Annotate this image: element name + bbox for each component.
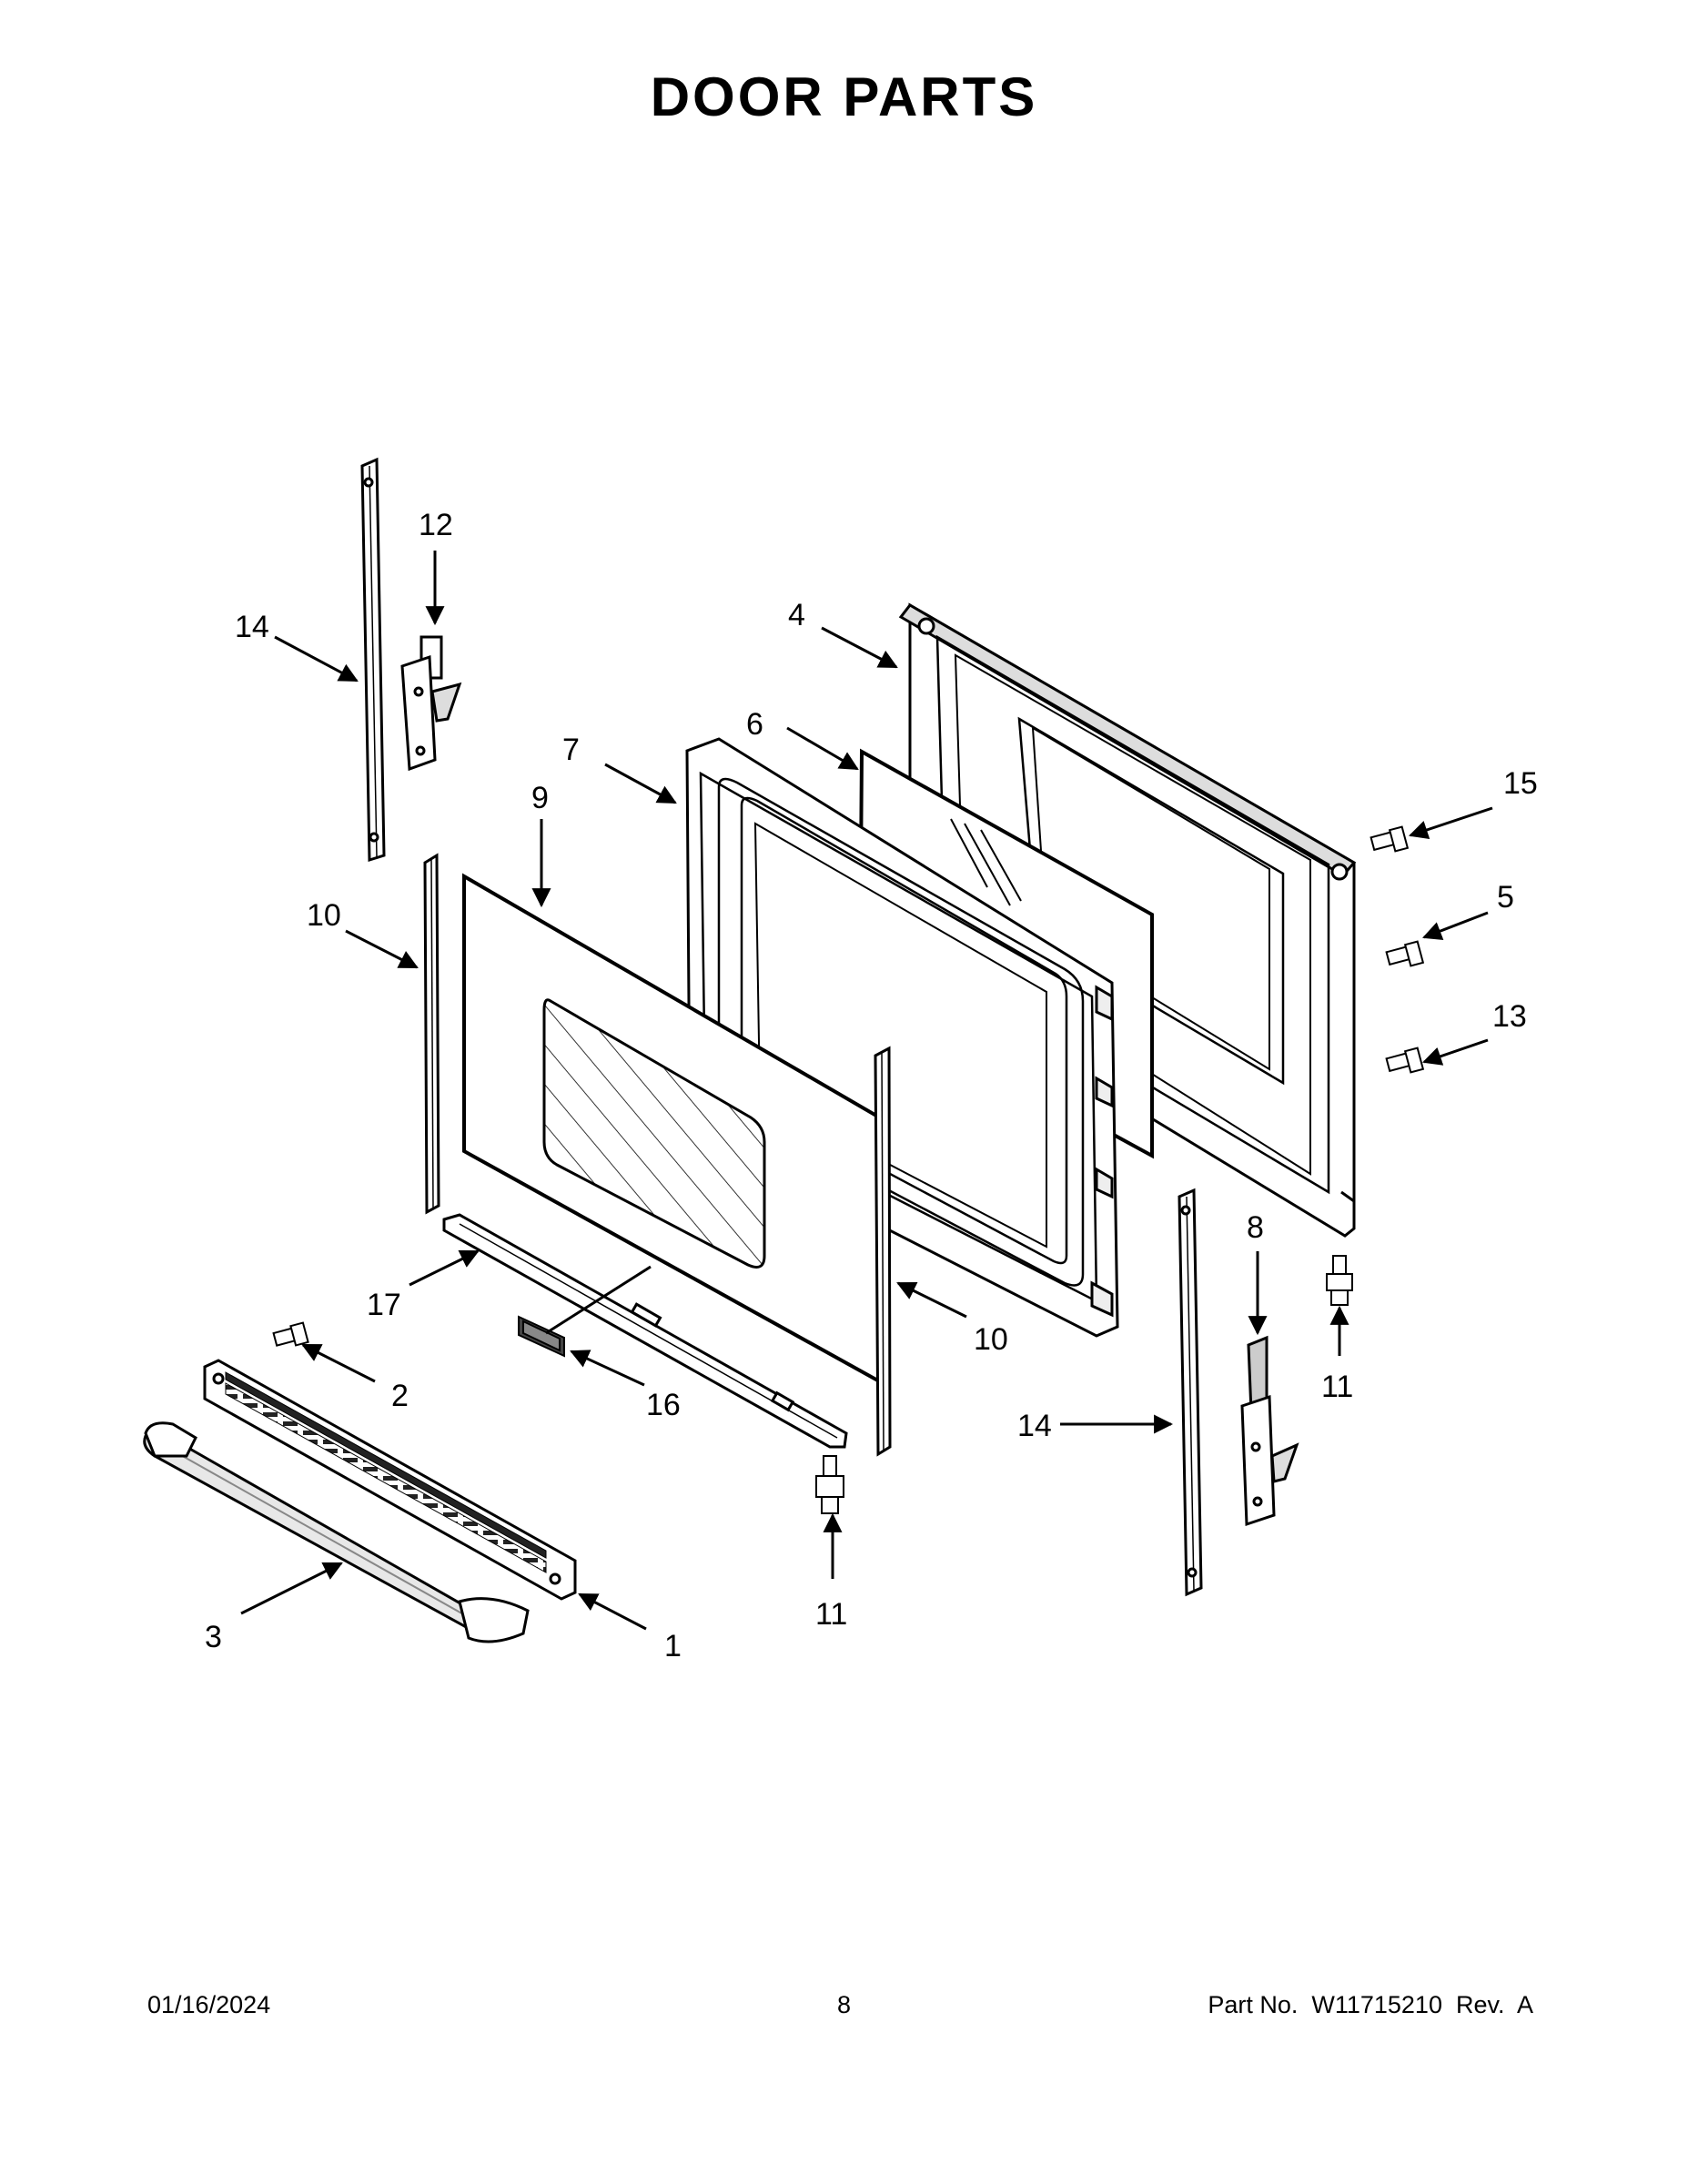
hinge-channel-left — [360, 457, 386, 863]
screw-5 — [1385, 940, 1425, 967]
callout-15: 15 — [1503, 766, 1538, 801]
callout-10-right: 10 — [974, 1322, 1008, 1357]
logo-badge — [518, 1315, 565, 1358]
bottom-trim — [442, 1213, 848, 1449]
callout-3: 3 — [205, 1620, 222, 1654]
door-handle — [143, 1421, 530, 1643]
callout-11-right: 11 — [1321, 1370, 1353, 1404]
callout-7: 7 — [562, 733, 580, 767]
screw-15 — [1370, 825, 1410, 853]
badge-leader-line — [545, 1265, 652, 1335]
side-trim-right — [874, 1046, 892, 1457]
callout-11-center: 11 — [815, 1597, 847, 1632]
callout-9: 9 — [531, 781, 549, 815]
screw-13 — [1385, 1046, 1425, 1074]
screw-11-right — [1326, 1255, 1353, 1306]
page-title: DOOR PARTS — [650, 66, 1038, 127]
door-hinge-upper — [400, 635, 462, 772]
callout-14-right: 14 — [1017, 1409, 1052, 1443]
callout-6: 6 — [746, 707, 763, 742]
callout-2: 2 — [391, 1379, 409, 1413]
door-hinge-lower — [1240, 1335, 1299, 1527]
screw-2 — [272, 1321, 309, 1347]
callout-12: 12 — [419, 508, 453, 542]
callout-10-left: 10 — [307, 898, 341, 933]
control-panel-trim — [203, 1359, 577, 1601]
screw-11-center — [815, 1455, 844, 1514]
callout-16: 16 — [646, 1388, 681, 1422]
footer-date: 01/16/2024 — [147, 1991, 271, 2018]
callout-4: 4 — [788, 598, 805, 632]
hinge-channel-right — [1178, 1188, 1203, 1597]
callout-5: 5 — [1497, 880, 1514, 915]
side-trim-left — [423, 853, 440, 1215]
callout-1: 1 — [664, 1629, 682, 1663]
callout-14-left: 14 — [235, 610, 269, 644]
footer-page-number: 8 — [836, 1991, 852, 2018]
footer-part-number: Part No. W11715210 Rev. A — [1208, 1991, 1533, 2018]
callout-17: 17 — [367, 1288, 401, 1322]
callout-8: 8 — [1247, 1210, 1264, 1245]
callout-13: 13 — [1492, 999, 1527, 1034]
leader-arrows — [240, 551, 1493, 1631]
